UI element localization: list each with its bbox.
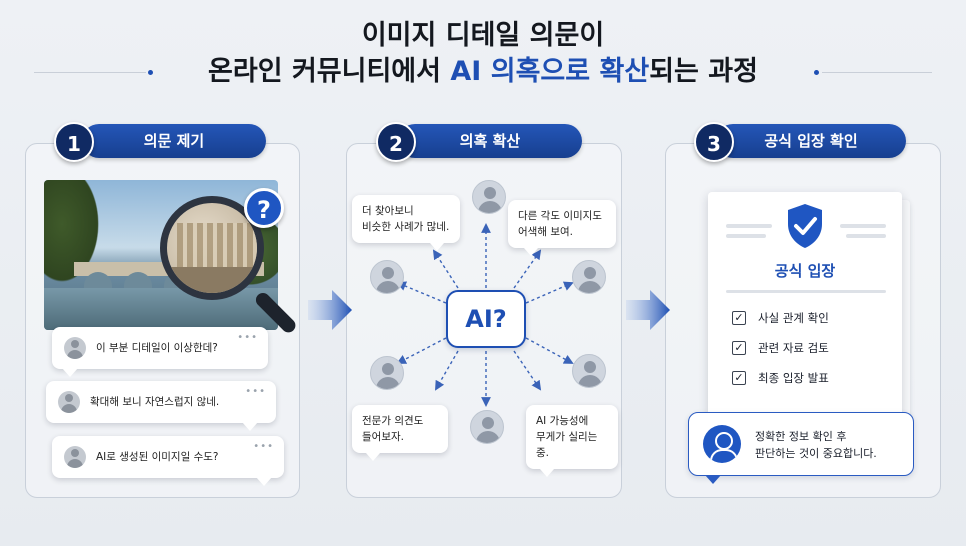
user-avatar-icon bbox=[572, 354, 606, 388]
doc-line bbox=[840, 224, 886, 228]
user-avatar-icon bbox=[370, 356, 404, 390]
post-bubble-2: 다른 각도 이미지도 어색해 보여. bbox=[508, 200, 616, 256]
conclusion-bubble: 정확한 정보 확인 후 판단하는 것이 중요합니다. bbox=[688, 412, 914, 484]
post-text: 전문가 의견도 bbox=[362, 415, 424, 427]
step-3-number: 3 bbox=[694, 122, 734, 162]
post-text: 더 찾아보니 bbox=[362, 205, 414, 217]
check-item-2: ✓ 관련 자료 검토 bbox=[732, 338, 829, 358]
checkbox-checked-icon: ✓ bbox=[732, 341, 746, 355]
comment-text: 확대해 보니 자연스럽지 않네. bbox=[90, 395, 220, 408]
title-dot-right bbox=[814, 70, 819, 75]
check-item-1: ✓ 사실 관계 확인 bbox=[732, 308, 829, 328]
more-icon: ••• bbox=[253, 441, 274, 452]
user-avatar-icon bbox=[572, 260, 606, 294]
post-bubble-3: 전문가 의견도 들어보자. bbox=[352, 405, 448, 461]
post-text: 비슷한 사례가 많네. bbox=[362, 221, 450, 233]
shield-check-icon bbox=[788, 204, 822, 248]
check-label: 관련 자료 검토 bbox=[758, 341, 829, 355]
title-rule-right bbox=[822, 72, 932, 73]
ai-question-bubble: AI? bbox=[446, 290, 526, 348]
conclusion-text-1: 정확한 정보 확인 후 bbox=[755, 430, 847, 443]
comment-3: AI로 생성된 이미지일 수도? ••• bbox=[52, 436, 284, 486]
user-avatar-icon bbox=[470, 410, 504, 444]
title-line-2: 온라인 커뮤니티에서 AI 의혹으로 확산되는 과정 bbox=[0, 54, 966, 90]
doc-line bbox=[726, 234, 766, 238]
doc-line bbox=[846, 234, 886, 238]
avatar-icon bbox=[64, 446, 86, 468]
step-1-number: 1 bbox=[54, 122, 94, 162]
post-text: 무게가 실리는 중. bbox=[536, 431, 598, 459]
step-1-label: 의문 제기 bbox=[82, 124, 266, 158]
user-avatar-icon bbox=[472, 180, 506, 214]
post-bubble-1: 더 찾아보니 비슷한 사례가 많네. bbox=[352, 195, 460, 251]
arrow-right-icon-2 bbox=[626, 290, 670, 330]
more-icon: ••• bbox=[237, 332, 258, 343]
step-2-number: 2 bbox=[376, 122, 416, 162]
document-title: 공식 입장 bbox=[774, 262, 836, 280]
comment-1: 이 부분 디테일이 이상한데? ••• bbox=[52, 327, 268, 377]
doc-line bbox=[726, 224, 772, 228]
post-text: 다른 각도 이미지도 bbox=[518, 210, 602, 222]
arrow-right-icon-1 bbox=[308, 290, 352, 330]
title-highlight: AI 의혹으로 확산 bbox=[450, 56, 650, 87]
comment-2: 확대해 보니 자연스럽지 않네. ••• bbox=[46, 381, 276, 431]
comment-text: 이 부분 디테일이 이상한데? bbox=[96, 341, 218, 354]
post-text: 어색해 보여. bbox=[518, 226, 573, 238]
title-line-2-prefix: 온라인 커뮤니티에서 bbox=[208, 56, 451, 87]
user-avatar-icon bbox=[703, 425, 741, 463]
title-rule-left bbox=[34, 72, 146, 73]
step-3-label: 공식 입장 확인 bbox=[716, 124, 906, 158]
comment-text: AI로 생성된 이미지일 수도? bbox=[96, 450, 219, 463]
post-text: 들어보자. bbox=[362, 431, 404, 443]
page-title: 이미지 디테일 의문이 온라인 커뮤니티에서 AI 의혹으로 확산되는 과정 bbox=[0, 18, 966, 90]
spread-arrows bbox=[396, 223, 574, 407]
checkbox-checked-icon: ✓ bbox=[732, 311, 746, 325]
avatar-icon bbox=[64, 337, 86, 359]
post-text: AI 가능성에 bbox=[536, 415, 589, 427]
title-line-2-suffix: 되는 과정 bbox=[649, 56, 758, 87]
more-icon: ••• bbox=[245, 386, 266, 397]
conclusion-text-2: 판단하는 것이 중요합니다. bbox=[755, 447, 877, 460]
title-line-1: 이미지 디테일 의문이 bbox=[361, 20, 605, 51]
check-label: 최종 입장 발표 bbox=[758, 371, 829, 385]
check-item-3: ✓ 최종 입장 발표 bbox=[732, 368, 829, 388]
user-avatar-icon bbox=[370, 260, 404, 294]
check-label: 사실 관계 확인 bbox=[758, 311, 829, 325]
step-2-label: 의혹 확산 bbox=[398, 124, 582, 158]
question-badge-icon: ? bbox=[244, 188, 284, 228]
avatar-icon bbox=[58, 391, 80, 413]
doc-divider bbox=[726, 290, 886, 293]
title-dot-left bbox=[148, 70, 153, 75]
post-bubble-4: AI 가능성에 무게가 실리는 중. bbox=[526, 405, 618, 477]
checkbox-checked-icon: ✓ bbox=[732, 371, 746, 385]
